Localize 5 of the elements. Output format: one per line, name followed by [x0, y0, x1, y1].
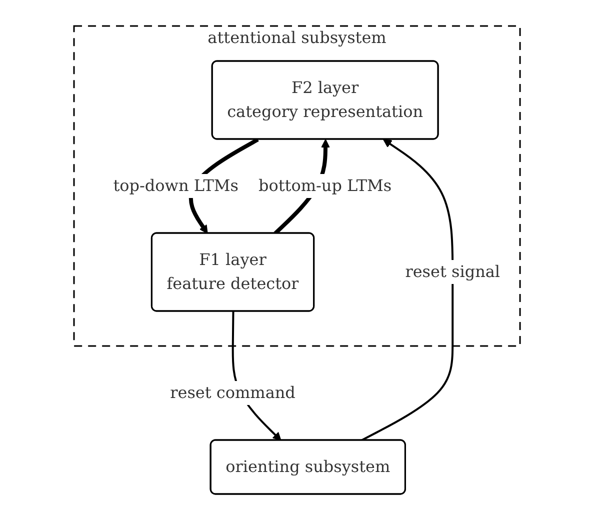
arrow: [360, 139, 454, 442]
edge-label: bottom-up LTMs: [258, 176, 392, 195]
edge-label: reset signal: [405, 262, 500, 281]
edge-label: reset command: [170, 382, 296, 402]
edge-label: top-down LTMs: [113, 176, 238, 195]
